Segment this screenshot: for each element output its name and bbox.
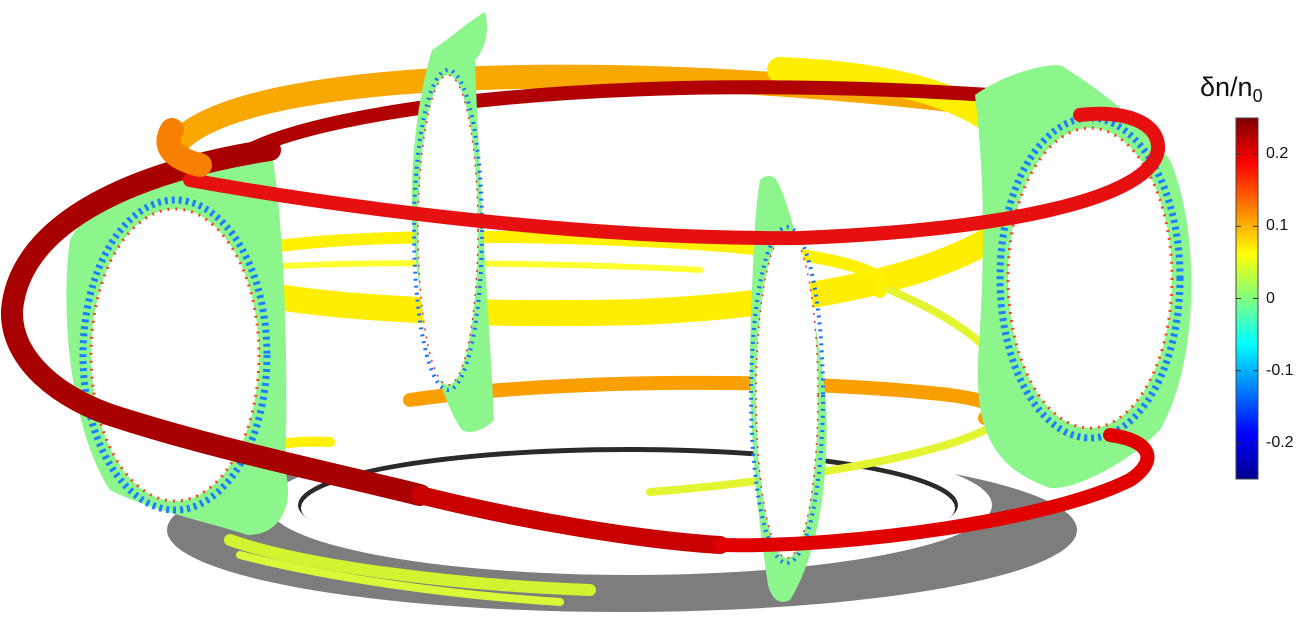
field-line-yellow-top <box>219 57 1044 327</box>
field-line-darkred-front <box>1 139 431 506</box>
field-lines-front <box>1 106 1165 606</box>
field-line-yellowgreen-bottom <box>224 534 596 596</box>
cross-section-back-left <box>411 12 494 432</box>
colorbar-title: δn/n0 <box>1200 72 1263 107</box>
field-lines-back <box>168 57 1044 496</box>
cross-section-right <box>975 65 1192 489</box>
colorbar-title-main: n/n <box>1215 72 1253 102</box>
colorbar-tick-label: 0 <box>1266 289 1275 307</box>
field-line-red-low <box>713 428 1155 553</box>
colorbar-tick-label: 0.2 <box>1266 145 1289 163</box>
field-line-yellow-mid <box>226 230 889 298</box>
cross-section-front-right <box>749 175 827 602</box>
field-line-red-front <box>183 106 1165 246</box>
colorbar <box>1235 117 1259 480</box>
field-line-darkred-back <box>243 80 997 157</box>
field-line-yellowgreen-bottom2 <box>236 551 564 606</box>
colorbar-tick-label: -0.1 <box>1266 361 1294 379</box>
colorbar-title-symbol: δ <box>1200 72 1216 102</box>
field-line-orange-low <box>403 375 1005 425</box>
colorbar-tick-label: -0.2 <box>1266 433 1294 451</box>
field-line-orange-left <box>156 118 212 177</box>
colorbar-tick-label: 0.1 <box>1266 217 1289 235</box>
field-line-darkred-band <box>411 486 729 554</box>
colorbar-ticks <box>1236 153 1258 444</box>
colorbar-title-sub: 0 <box>1252 86 1263 106</box>
